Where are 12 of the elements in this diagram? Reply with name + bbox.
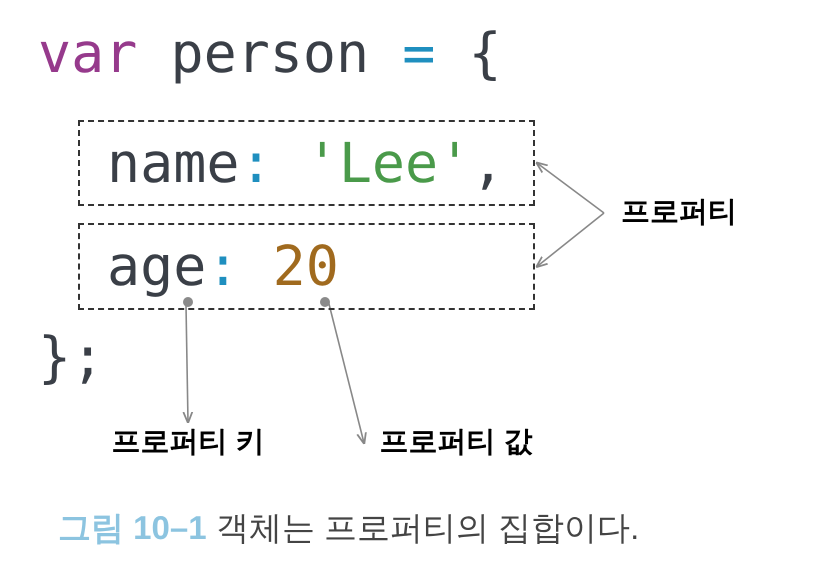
property-box xyxy=(78,223,535,310)
code-line: var person = { xyxy=(38,26,502,81)
callout-text: 프로퍼티 값 xyxy=(379,425,533,460)
property-box xyxy=(78,120,535,206)
arrow xyxy=(535,161,604,214)
figure-caption: 그림 10–1 객체는 프로퍼티의 집합이다. xyxy=(58,508,640,548)
callout-text: 프로퍼티 xyxy=(621,195,737,230)
arrow xyxy=(535,212,604,268)
arrow xyxy=(182,304,194,424)
code-line: name: 'Lee', xyxy=(107,136,504,190)
code-line: }; xyxy=(38,330,104,385)
callout-text: 프로퍼티 키 xyxy=(111,425,265,460)
